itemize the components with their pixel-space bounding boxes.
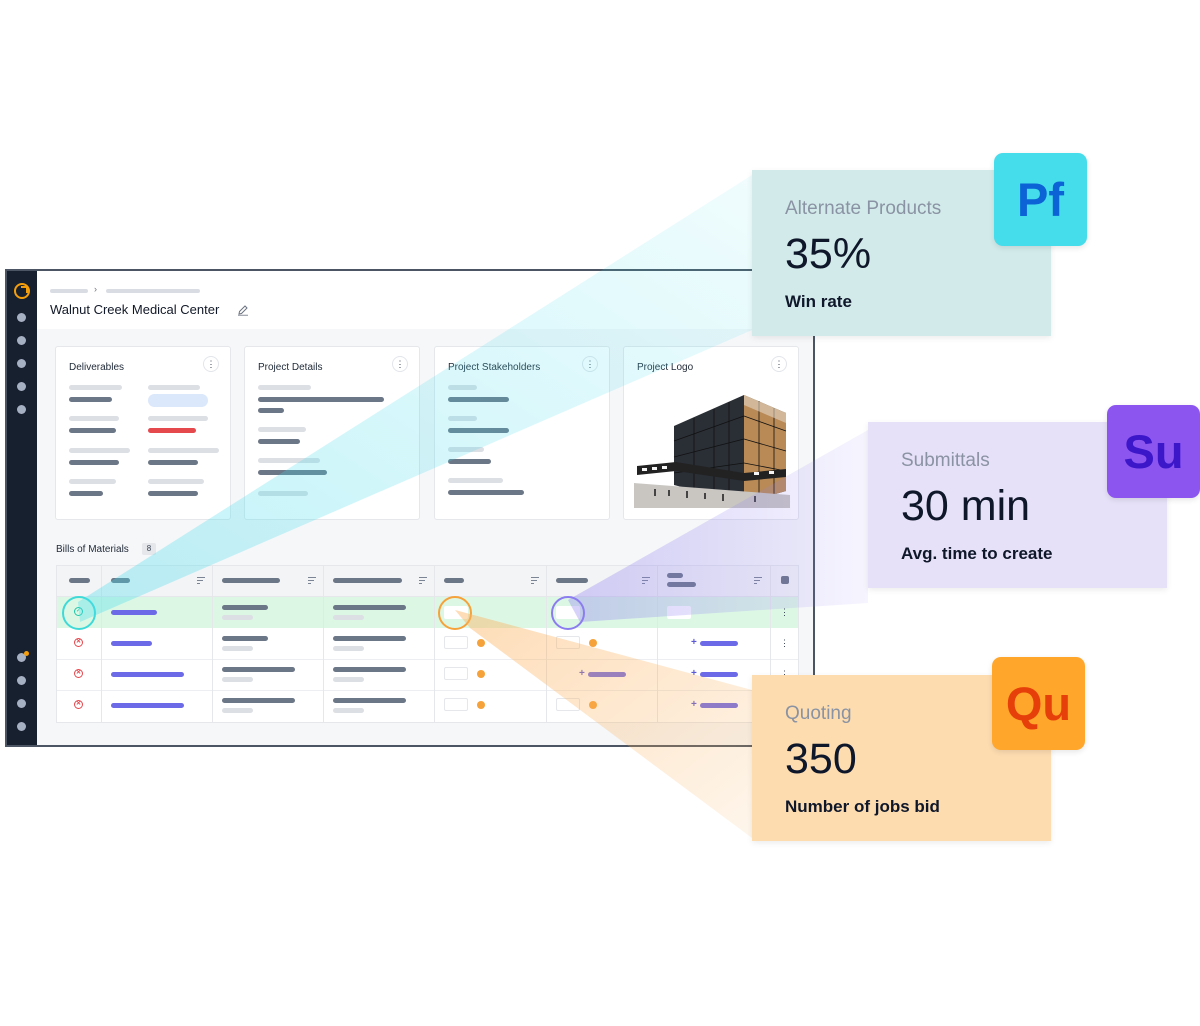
edit-icon[interactable]	[237, 304, 249, 316]
input-field[interactable]	[444, 667, 468, 680]
nav-item-5-icon[interactable]	[17, 405, 26, 414]
nav-item-4-icon[interactable]	[17, 382, 26, 391]
stat-value: 350	[785, 735, 857, 783]
input-field[interactable]	[667, 606, 691, 619]
app-window: › Walnut Creek Medical Center Deliverabl…	[5, 269, 815, 747]
table-header	[57, 566, 798, 597]
project-details-card: Project Details ⋮	[244, 346, 420, 520]
header: › Walnut Creek Medical Center	[37, 271, 813, 329]
breadcrumb-separator: ›	[94, 284, 97, 294]
row-more-icon[interactable]: ⋮	[780, 669, 789, 679]
bom-table: ✓ ⋮ ✕ + ⋮ ✕ + + ⋮	[56, 565, 799, 723]
status-dot	[589, 639, 597, 647]
section-title: Bills of Materials	[56, 544, 129, 555]
nav-item-2-icon[interactable]	[17, 336, 26, 345]
pf-app-icon: Pf	[994, 153, 1087, 246]
breadcrumb-item[interactable]	[106, 289, 200, 293]
nav-item-3-icon[interactable]	[17, 359, 26, 368]
stat-product-name: Alternate Products	[785, 198, 942, 219]
notifications-icon[interactable]	[17, 651, 29, 662]
breadcrumb-item[interactable]	[50, 289, 88, 293]
sort-icon[interactable]	[754, 577, 762, 585]
x-icon[interactable]: ✕	[74, 669, 83, 678]
highlight-ring-purple	[551, 596, 585, 630]
more-options-icon[interactable]: ⋮	[582, 356, 598, 372]
input-field[interactable]	[556, 698, 580, 711]
project-logo-card: Project Logo ⋮	[623, 346, 799, 520]
qu-app-icon: Qu	[992, 657, 1085, 750]
stat-card-quoting: Quoting 350 Number of jobs bid	[752, 675, 1051, 841]
stat-value: 30 min	[901, 482, 1031, 530]
card-title: Deliverables	[69, 362, 125, 373]
add-icon[interactable]: +	[691, 637, 697, 648]
status-dot	[477, 701, 485, 709]
more-options-icon[interactable]: ⋮	[771, 356, 787, 372]
nav-bottom-1-icon[interactable]	[17, 676, 26, 685]
stat-caption: Avg. time to create	[901, 544, 1053, 563]
su-app-icon: Su	[1107, 405, 1200, 498]
input-field[interactable]	[556, 636, 580, 649]
card-title: Project Logo	[637, 362, 694, 373]
status-dot	[477, 639, 485, 647]
sidebar	[7, 271, 37, 745]
stat-caption: Win rate	[785, 292, 852, 311]
add-icon[interactable]: +	[579, 668, 585, 679]
x-icon[interactable]: ✕	[74, 638, 83, 647]
row-more-icon[interactable]: ⋮	[780, 638, 789, 648]
status-dot	[477, 670, 485, 678]
sort-icon[interactable]	[419, 577, 427, 585]
page-title: Walnut Creek Medical Center	[50, 302, 220, 317]
sort-icon[interactable]	[642, 577, 650, 585]
count-badge: 8	[142, 543, 156, 555]
nav-bottom-3-icon[interactable]	[17, 722, 26, 731]
status-dot	[589, 701, 597, 709]
highlight-ring-teal	[62, 596, 96, 630]
sort-icon[interactable]	[197, 577, 205, 585]
nav-item-1-icon[interactable]	[17, 313, 26, 322]
x-icon[interactable]: ✕	[74, 700, 83, 709]
card-title: Project Stakeholders	[448, 362, 541, 373]
card-title: Project Details	[258, 362, 323, 373]
nav-bottom-2-icon[interactable]	[17, 699, 26, 708]
highlight-ring-orange	[438, 596, 472, 630]
add-icon[interactable]: +	[691, 668, 697, 679]
more-options-icon[interactable]: ⋮	[392, 356, 408, 372]
sort-icon[interactable]	[531, 577, 539, 585]
logo-icon[interactable]	[14, 283, 30, 299]
stat-product-name: Submittals	[901, 450, 990, 471]
project-stakeholders-card: Project Stakeholders ⋮	[434, 346, 610, 520]
input-field[interactable]	[444, 636, 468, 649]
row-more-icon[interactable]: ⋮	[780, 607, 789, 617]
stat-value: 35%	[785, 230, 872, 278]
input-field[interactable]	[444, 698, 468, 711]
sort-icon[interactable]	[308, 577, 316, 585]
status-badge	[148, 394, 208, 407]
add-icon[interactable]: +	[691, 699, 697, 710]
building-image	[634, 395, 790, 508]
stat-caption: Number of jobs bid	[785, 797, 940, 816]
stat-product-name: Quoting	[785, 703, 852, 724]
deliverables-card: Deliverables ⋮	[55, 346, 231, 520]
more-options-icon[interactable]: ⋮	[203, 356, 219, 372]
status-badge	[148, 428, 196, 433]
